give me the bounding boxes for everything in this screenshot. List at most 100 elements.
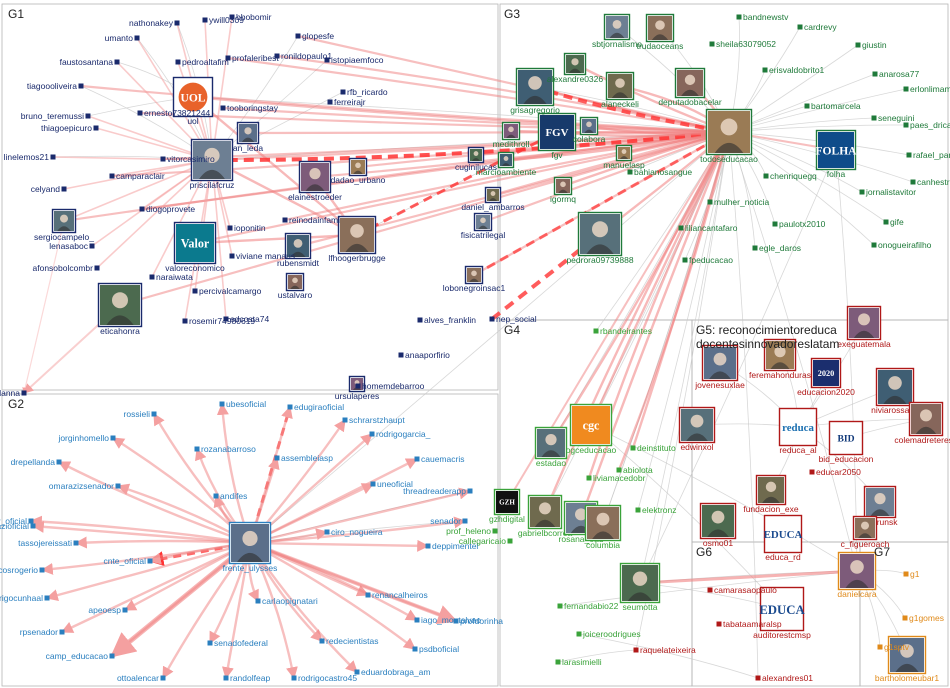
node-g1[interactable]: g1 [903,569,920,579]
node-daniel_ambarros[interactable]: daniel_ambarros [461,186,525,213]
node-edcosta74[interactable]: edcosta74 [223,314,270,324]
node-giannazioficial[interactable]: giannazioficial [0,521,36,531]
node-joiceroodrigues[interactable]: joiceroodrigues [576,629,641,639]
node-tassojereissati[interactable]: tassojereissati [18,538,79,548]
node-c_figueroach[interactable]: c_figueroach [841,515,890,550]
node-tooboringstay[interactable]: tooboringstay [220,103,279,113]
node-celyand[interactable]: celyand [31,184,67,194]
node-fernandabio22[interactable]: fernandabio22 [557,601,619,611]
node-psdboficial[interactable]: psdboficial [412,644,460,654]
node-andifes[interactable]: andifes [213,491,248,501]
node-trudaoceans[interactable]: trudaoceans [637,13,684,52]
node-ioponitin[interactable]: ioponitin [227,223,266,233]
node-erisvaldobrito1[interactable]: erisvaldobrito1 [762,65,825,75]
node-cuginilucas[interactable]: cuginilucas [455,146,497,173]
node-percivalcamargo[interactable]: percivalcamargo [192,286,262,296]
node-abiolota[interactable]: abiolota [616,465,654,475]
node-rossieli[interactable]: rossieli [124,409,157,419]
node-g1gomes[interactable]: g1gomes [902,613,944,623]
node-chenriquegq[interactable]: chenriquegq [763,171,818,181]
node-reinodainfami[interactable]: reinodainfami [282,215,341,225]
node-edugiraoficial[interactable]: edugiraoficial [287,402,345,412]
node-itv_oficial[interactable]: itv_oficial [0,516,34,526]
node-fpeducacao[interactable]: fpeducacao [682,255,734,265]
node-camparaclair[interactable]: camparaclair [109,171,165,181]
node-fundacion_exe[interactable]: fundacion_exe [743,474,799,515]
node-lobonegroinsac1[interactable]: lobonegroinsac1 [443,265,506,294]
node-g1sptv[interactable]: g1sptv [877,642,910,652]
node-afonsobolcombr[interactable]: afonsobolcombr [33,263,100,273]
node-renancalheiros[interactable]: renancalheiros [365,590,428,600]
node-ywill0309[interactable]: ywill0309 [202,15,245,25]
node-sergiocampelo_[interactable]: sergiocampelo_ [34,208,94,243]
node-faustosantana[interactable]: faustosantana [60,57,120,67]
node-deinstituto[interactable]: deinstituto [630,443,677,453]
node-apeoesp[interactable]: apeoesp [88,605,128,615]
node-cnte_oficial[interactable]: cnte_oficial [103,556,153,566]
node-prof_heleno[interactable]: prof_heleno [446,526,498,536]
node-tabataamaralsp[interactable]: tabataamaralsp [716,619,782,629]
node-egle_daros[interactable]: egle_daros [752,243,802,253]
node-eduardobraga_am[interactable]: eduardobraga_am [354,667,431,677]
node-feremahonduras[interactable]: feremahonduras [749,338,811,381]
node-uneoficial[interactable]: uneoficial [370,479,414,489]
node-profaleribest[interactable]: profaleribest [225,53,280,63]
node-alexandres01[interactable]: alexandres01 [755,673,814,683]
node-thetrunsk[interactable]: thetrunsk [863,485,899,528]
node-osmo01[interactable]: osmo01 [699,502,737,549]
node-liliancantafaro[interactable]: liliancantafaro [678,223,738,233]
node-viviane_manaus[interactable]: viviane manaus [229,251,296,261]
node-lenasaboc[interactable]: lenasaboc [49,241,95,251]
node-giustin[interactable]: giustin [855,40,887,50]
node-thiagoepicuro[interactable]: thiagoepicuro [41,123,99,133]
node-todoseducacao[interactable]: todoseducacao [700,108,758,165]
node-igormq[interactable]: igormq [550,176,576,205]
node-rodrigocunhaal[interactable]: rodrigocunhaal [0,593,50,603]
node-rfb_ricardo[interactable]: rfb_ricardo [340,87,388,97]
node-callegaricaio[interactable]: callegaricaio [459,536,513,546]
node-deputadobacelar[interactable]: deputadobacelar [658,67,722,108]
node-an_leda[interactable]: an_leda [233,121,264,154]
node-ronildopaulo1[interactable]: ronildopaulo1 [274,51,333,61]
node-ernesto73821244[interactable]: ernesto73821244 [137,108,211,118]
node-paulotx2010[interactable]: paulotx2010 [772,219,826,229]
node-liviamacedobr[interactable]: liviamacedobr [586,473,646,483]
node-rodrigogarcia_[interactable]: rodrigogarcia_ [369,429,431,439]
node-omarazizsenador[interactable]: omarazizsenador [49,481,121,491]
node-ciro_nogueira[interactable]: ciro_nogueira [324,527,383,537]
node-dadao_urbano[interactable]: dadao_urbano [331,157,386,186]
node-onogueirafilho[interactable]: onogueirafilho [871,240,932,250]
node-pedrora09739888[interactable]: pedrora09739888 [566,211,634,266]
node-redecientistas[interactable]: redecientistas [319,636,379,646]
node-eticahonra[interactable]: eticahonra [97,282,143,337]
node-bandnewstv[interactable]: bandnewstv [736,12,790,22]
node-marcioambiente[interactable]: marcioambiente [476,151,537,178]
node-mulher_noticia[interactable]: mulher_noticia [707,197,770,207]
node-naraiwata[interactable]: naraiwata [149,272,194,282]
node-paes_drica[interactable]: paes_drica [903,120,950,130]
node-educar2050[interactable]: educar2050 [809,467,862,477]
node-raquelateixeira[interactable]: raquelateixeira [633,645,697,655]
node-camarasaopaulo[interactable]: camarasaopaulo [707,585,778,595]
node-priscilafcruz[interactable]: priscilafcruz [190,138,235,191]
node-elektronz[interactable]: elektronz [635,505,677,515]
node-exeguatemala[interactable]: exeguatemala [837,305,891,350]
node-ferreirajr[interactable]: ferreirajr [327,97,366,107]
node-bellanna[interactable]: bellanna [0,388,27,398]
node-profdorinha[interactable]: profdorinha [453,616,504,626]
node-glopesfe[interactable]: glopesfe [295,31,335,41]
node-bartomarcela[interactable]: bartomarcela [804,101,861,111]
node-cardrevy[interactable]: cardrevy [797,22,838,32]
node-lfhoogerbrugge[interactable]: lfhoogerbrugge [328,215,386,264]
node-drepellanda[interactable]: drepellanda [11,457,62,467]
node-istopiaemfoco[interactable]: istopiaemfoco [324,55,384,65]
node-alexandre0326[interactable]: alexandre0326 [547,52,604,85]
node-medithroll[interactable]: medithroll [493,121,530,150]
node-cauemacris[interactable]: cauemacris [414,454,465,464]
